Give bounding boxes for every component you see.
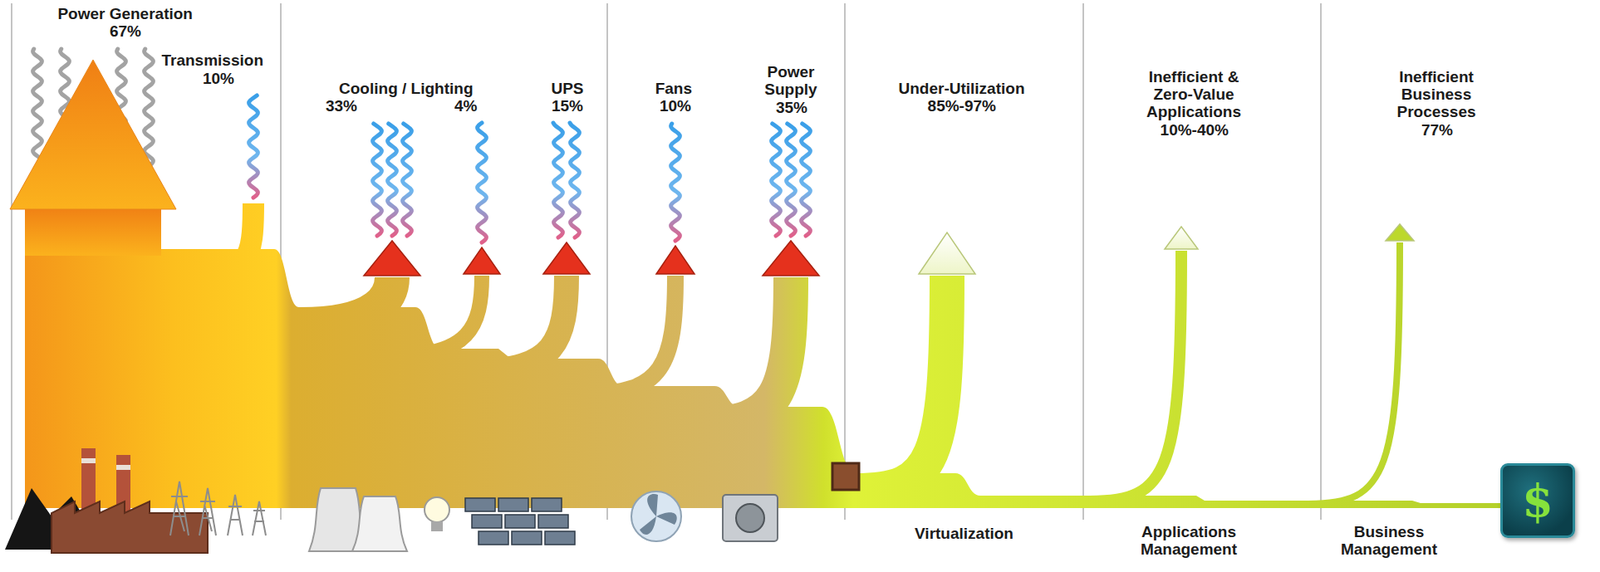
arrow-head — [1385, 224, 1414, 241]
power-supply-box — [722, 495, 778, 542]
heat-squiggle — [402, 123, 413, 236]
pylon — [170, 481, 189, 536]
server-rack — [471, 515, 502, 529]
server-racks — [465, 498, 575, 545]
heat-squiggle — [553, 122, 563, 238]
heat-squiggle — [569, 122, 580, 238]
flow-label: Virtualization — [914, 525, 1015, 543]
generation-arrow-head — [9, 59, 177, 210]
fan — [631, 491, 682, 542]
generation-arrow-body — [24, 206, 162, 256]
arrow-head — [918, 232, 976, 275]
heat-squiggle — [671, 123, 681, 241]
flow-label: 10%-40% — [1159, 121, 1230, 139]
energy-band — [24, 249, 1504, 509]
flow-label: 77% — [1420, 121, 1454, 139]
server-rack — [465, 498, 496, 512]
cooling-tower — [352, 496, 408, 552]
flow-label: Inefficient Business Processes — [1386, 68, 1487, 121]
stack-stripe — [81, 458, 96, 464]
transmission-pipe — [191, 203, 254, 276]
loss-pipes — [300, 224, 1414, 505]
loss-pipe — [475, 275, 567, 372]
arrow-head — [543, 242, 590, 275]
loss-pipe — [300, 277, 393, 325]
loss-pipe — [1089, 250, 1182, 502]
server-rack — [531, 498, 562, 512]
arrow-head — [463, 247, 501, 275]
flow-label: Power Generation — [57, 4, 194, 23]
arrow-head — [363, 240, 421, 276]
server-rack — [544, 531, 575, 545]
loss-pipe — [390, 275, 482, 357]
flow-label: UPS — [549, 79, 585, 98]
dollar-box: $ — [1500, 463, 1576, 539]
divider — [1082, 3, 1085, 521]
flow-label: 67% — [108, 22, 143, 40]
flow-label: 35% — [775, 98, 809, 117]
heat-squiggle — [373, 123, 383, 236]
flow-label: 85%-97% — [927, 97, 997, 115]
bulb-base — [431, 521, 443, 532]
power-supply-grill — [736, 504, 765, 533]
flow-label: Inefficient & Zero-Value Applications — [1131, 68, 1257, 121]
server-rack — [498, 498, 529, 512]
arrow-head — [656, 245, 695, 275]
loss-pipe — [1308, 242, 1400, 505]
heat-squiggle — [249, 95, 259, 198]
arrow-head — [762, 240, 820, 276]
pylon — [252, 501, 266, 536]
flow-label: Fans — [654, 79, 693, 98]
heat-squiggle — [144, 49, 154, 167]
server-rack — [478, 531, 509, 545]
heat-squiggle — [33, 49, 43, 167]
server-rack — [505, 515, 535, 529]
flow-label: 10% — [201, 69, 236, 88]
heat-squiggle — [786, 123, 796, 236]
flow-label: Cooling / Lighting — [338, 79, 474, 98]
divider — [10, 3, 13, 521]
power-pylons — [170, 481, 266, 536]
stack-stripe — [116, 465, 131, 471]
flow-label: Transmission — [161, 51, 265, 69]
fan-blades — [639, 494, 678, 535]
dollar-sign: $ — [1521, 476, 1554, 526]
heat-squiggle — [771, 123, 781, 236]
loss-pipe — [584, 275, 676, 395]
loss-pipe — [855, 275, 948, 491]
flow-label: Business Management — [1334, 523, 1443, 559]
server-rack — [511, 531, 542, 545]
flow-label: 10% — [658, 97, 693, 115]
flow-label: Applications Management — [1118, 523, 1260, 559]
flow-label: 15% — [550, 97, 585, 115]
divider — [1320, 3, 1322, 521]
flow-label: Power Supply — [757, 63, 825, 99]
pylon — [199, 488, 216, 536]
icons — [4, 448, 859, 554]
flow-label: 33% — [324, 97, 359, 115]
flow-label: 4% — [453, 97, 478, 115]
pylon — [227, 495, 243, 536]
light-bulb — [424, 497, 450, 523]
loss-pipe — [699, 277, 791, 425]
server-rack — [538, 515, 569, 529]
heat-squiggle — [387, 123, 398, 236]
heat-squiggle — [801, 123, 811, 236]
heat-squiggles — [249, 95, 811, 243]
chip — [832, 463, 859, 491]
heat-squiggle — [477, 122, 487, 243]
divider — [844, 3, 846, 521]
flow-label: Under-Utilization — [898, 79, 1026, 98]
arrow-head — [1164, 226, 1198, 250]
